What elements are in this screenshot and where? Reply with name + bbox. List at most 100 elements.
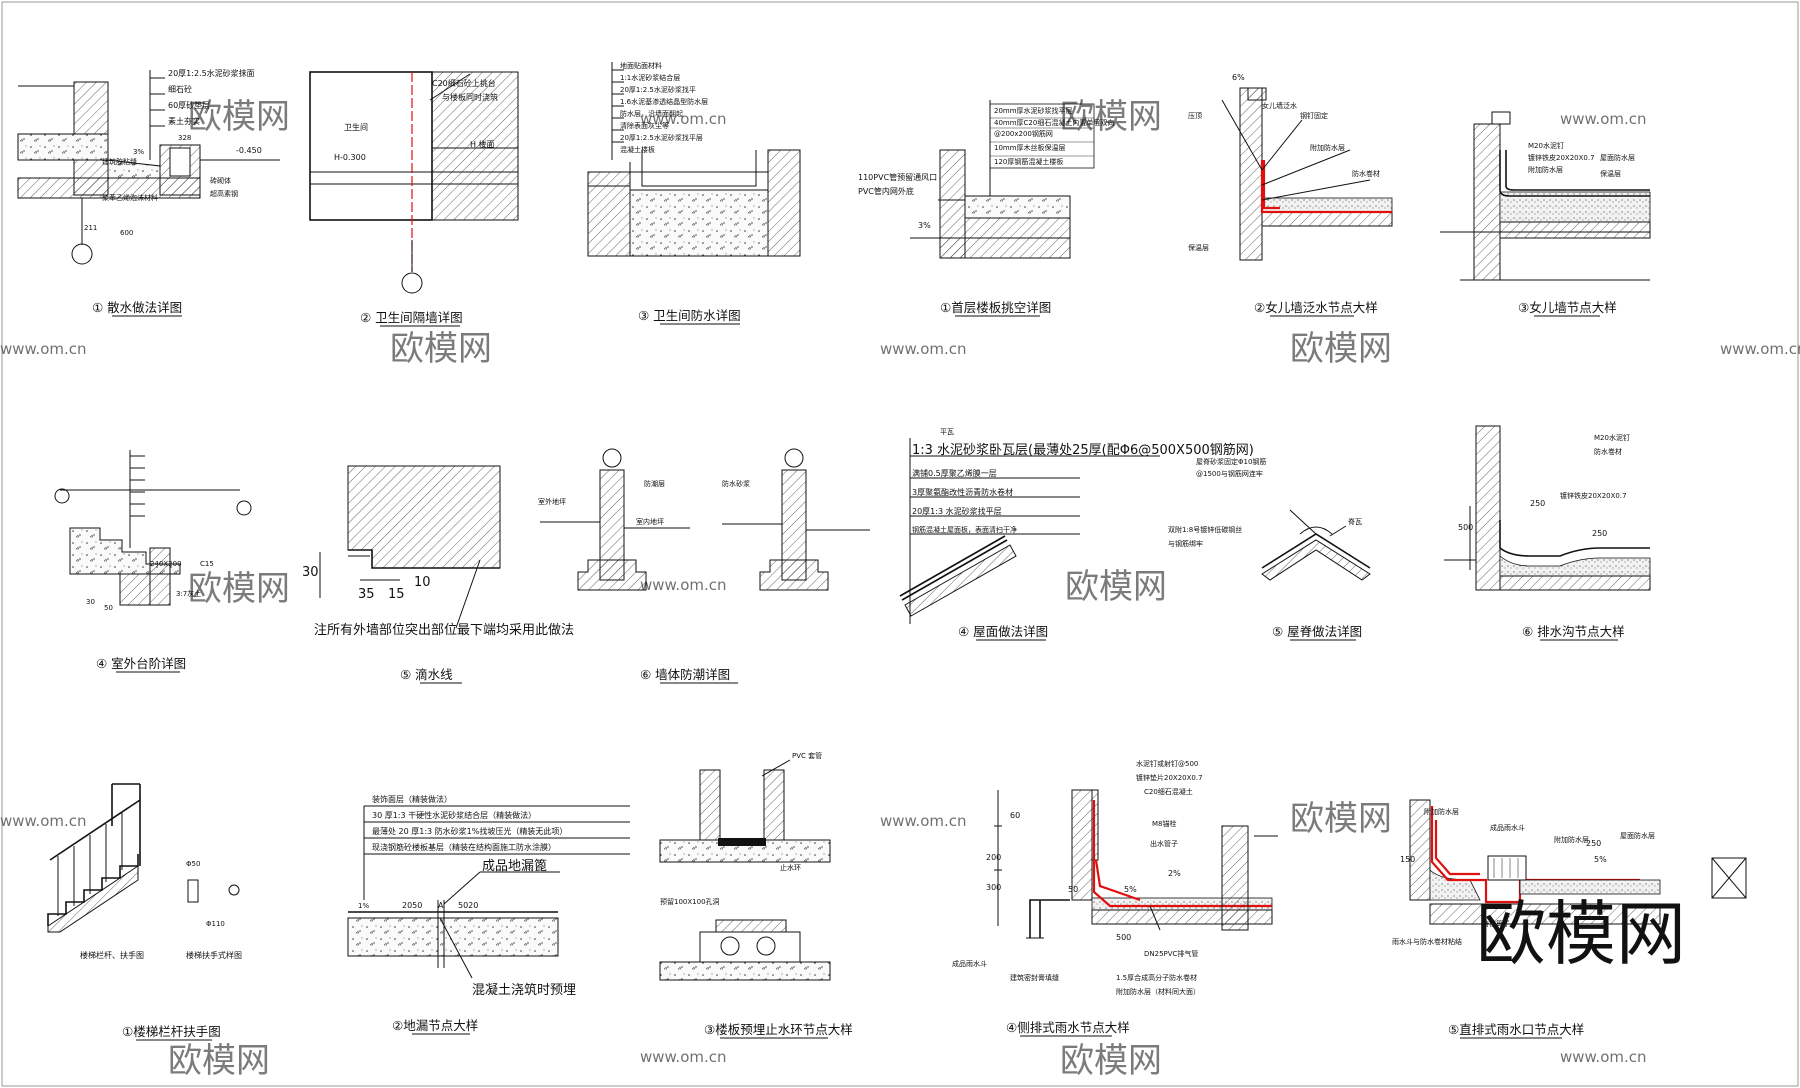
detail-title: ③ 卫生间防水详图	[638, 308, 741, 323]
watermark-brand: 欧模网	[1065, 567, 1167, 607]
svg-text:最薄处 20 厚1:3 防水砂浆1%找坡压光（精装无此项）: 最薄处 20 厚1:3 防水砂浆1%找坡压光（精装无此项）	[372, 826, 567, 836]
detail-title: ①楼梯栏杆扶手图	[122, 1024, 221, 1039]
svg-text:240X200: 240X200	[150, 560, 182, 568]
watermark-url: www.om.cn	[1560, 110, 1647, 128]
svg-text:屋面防水层: 屋面防水层	[1620, 831, 1655, 840]
svg-text:30 厚1:3 干硬性水泥砂浆结合层（精装做法）: 30 厚1:3 干硬性水泥砂浆结合层（精装做法）	[372, 810, 536, 820]
detail-title: ⑤直排式雨水口节点大样	[1448, 1022, 1584, 1037]
detail-title: ⑤ 滴水线	[400, 667, 453, 682]
svg-text:50: 50	[1068, 885, 1078, 894]
detail-title: ② 卫生间隔墙详图	[360, 310, 463, 325]
svg-text:附加防水层: 附加防水层	[1554, 835, 1589, 844]
svg-text:10: 10	[414, 575, 431, 590]
svg-text:装饰面层（精装做法）: 装饰面层（精装做法）	[372, 794, 452, 804]
svg-text:室内地坪: 室内地坪	[636, 517, 664, 526]
svg-text:1%: 1%	[358, 902, 369, 910]
watermark-url: www.om.cn	[0, 340, 87, 358]
svg-text:50: 50	[104, 604, 113, 612]
svg-text:附加防水层: 附加防水层	[1424, 807, 1459, 816]
watermark-brand: 欧模网	[390, 329, 492, 369]
detail-roof-construction: 平瓦 1:3 水泥砂浆卧瓦层(最薄处25厚(配Φ6@500X500钢筋网) 满铺…	[899, 428, 1254, 641]
svg-text:H-0.300: H-0.300	[334, 153, 366, 162]
watermark-brand: 欧模网	[168, 1041, 270, 1081]
detail-title: ②地漏节点大样	[392, 1018, 478, 1033]
svg-text:3:7灰土: 3:7灰土	[176, 589, 201, 598]
svg-text:保温层: 保温层	[1600, 169, 1621, 178]
svg-text:止水环: 止水环	[780, 863, 801, 872]
detail-title: ④ 室外台阶详图	[96, 656, 186, 671]
detail-wall-dampproof: 室外地坪 室内地坪 防潮层 防水砂浆 ⑥ 墙体防潮详图	[538, 448, 870, 684]
svg-text:5%: 5%	[1594, 855, 1607, 864]
svg-text:防水卷材: 防水卷材	[1352, 169, 1380, 178]
svg-text:C15: C15	[200, 560, 214, 568]
svg-text:女儿墙泛水: 女儿墙泛水	[1262, 101, 1297, 110]
detail-title: ④侧排式雨水节点大样	[1006, 1020, 1130, 1035]
svg-text:楼梯扶手式样图: 楼梯扶手式样图	[186, 950, 242, 960]
svg-text:细石砼: 细石砼	[168, 84, 192, 94]
svg-text:M20水泥钉: M20水泥钉	[1594, 433, 1630, 442]
detail-ground-floor-overhang: 20mm厚水泥砂浆找平层 40mm厚C20细石混凝土内置单层双向 @200x20…	[858, 100, 1114, 317]
svg-text:250: 250	[1586, 839, 1601, 848]
svg-text:30: 30	[86, 598, 95, 606]
svg-text:混凝土楼板: 混凝土楼板	[620, 145, 655, 154]
svg-text:M8锚栓: M8锚栓	[1152, 819, 1177, 828]
svg-text:C20细石混凝土: C20细石混凝土	[1144, 787, 1193, 796]
svg-text:防水卷材: 防水卷材	[1594, 447, 1622, 456]
svg-text:150: 150	[1400, 855, 1415, 864]
detail-bathroom-partition: C20细石砼上挑台 与楼板同时浇筑 H 楼面 卫生间 H-0.300 ② 卫生间…	[309, 71, 519, 327]
svg-text:500: 500	[1458, 523, 1473, 532]
svg-text:防潮层: 防潮层	[644, 479, 665, 488]
svg-text:成品雨水斗: 成品雨水斗	[952, 959, 987, 968]
svg-text:出水管子: 出水管子	[1150, 839, 1178, 848]
svg-text:成品地漏篦: 成品地漏篦	[482, 858, 547, 874]
svg-text:250: 250	[1530, 499, 1545, 508]
svg-text:钢筋混凝土屋面板，表面清扫干净: 钢筋混凝土屋面板，表面清扫干净	[912, 525, 1017, 534]
svg-text:DN25PVC排气管: DN25PVC排气管	[1144, 949, 1198, 958]
watermark-url: www.om.cn	[640, 1048, 727, 1066]
detail-stair-railing: Φ50 Φ110 楼梯栏杆、扶手图 楼梯扶手式样图 ①楼梯栏杆扶手图	[47, 783, 242, 1041]
detail-bathroom-waterproof: 地面贴面材料 1:1水泥砂浆结合层 20厚1:2.5水泥砂浆找平 1.6水泥基渗…	[587, 61, 801, 325]
svg-text:20厚1:2.5水泥砂浆抹面: 20厚1:2.5水泥砂浆抹面	[168, 68, 255, 78]
svg-text:Φ110: Φ110	[206, 920, 225, 928]
svg-text:素土夯实: 素土夯实	[168, 116, 200, 126]
svg-text:3%: 3%	[918, 221, 931, 230]
svg-text:-0.450: -0.450	[236, 146, 262, 155]
svg-text:@200x200钢筋网: @200x200钢筋网	[994, 129, 1053, 138]
svg-text:Φ50: Φ50	[186, 860, 200, 868]
watermark-url: www.om.cn	[640, 576, 727, 594]
watermark-brand: 欧模网	[1060, 97, 1162, 137]
svg-text:附加防水层: 附加防水层	[1528, 165, 1563, 174]
svg-text:30: 30	[302, 565, 319, 580]
watermark-brand: 欧模网	[1060, 1041, 1162, 1081]
detail-floor-drain: 装饰面层（精装做法） 30 厚1:3 干硬性水泥砂浆结合层（精装做法） 最薄处 …	[347, 794, 630, 1035]
svg-text:60厚砂垫层: 60厚砂垫层	[168, 100, 210, 110]
svg-text:328: 328	[178, 134, 191, 142]
svg-text:镀锌铁皮20X20X0.7: 镀锌铁皮20X20X0.7	[1528, 153, 1595, 162]
svg-text:110PVC管预留通风口: 110PVC管预留通风口	[858, 172, 937, 182]
detail-title: ③女儿墙节点大样	[1518, 300, 1617, 315]
detail-title: ②女儿墙泛水节点大样	[1254, 300, 1378, 315]
watermark-brand: 欧模网	[188, 569, 290, 609]
detail-vertical-rainwater-outlet: 附加防水层 附加防水层 成品雨水斗 屋面防水层 250 5% 150 铸铁箅子 …	[1392, 799, 1747, 1039]
detail-title: ⑥ 排水沟节点大样	[1522, 624, 1625, 639]
watermark-url: www.om.cn	[880, 812, 967, 830]
svg-text:@1500与钢筋网连牢: @1500与钢筋网连牢	[1196, 469, 1263, 478]
svg-text:20厚1:2.5水泥砂浆找平层: 20厚1:2.5水泥砂浆找平层	[620, 133, 703, 142]
watermark-url: www.om.cn	[640, 110, 727, 128]
svg-text:300: 300	[986, 883, 1001, 892]
svg-text:6%: 6%	[1232, 73, 1245, 82]
detail-title: ⑥ 墙体防潮详图	[640, 667, 730, 682]
svg-text:现浇钢筋砼楼板基层（精装在结构面施工防水涂膜）: 现浇钢筋砼楼板基层（精装在结构面施工防水涂膜）	[372, 842, 556, 852]
svg-text:C20细石砼上挑台: C20细石砼上挑台	[432, 78, 496, 88]
svg-text:120厚钢筋混凝土楼板: 120厚钢筋混凝土楼板	[994, 157, 1063, 166]
svg-text:与钢筋绑牢: 与钢筋绑牢	[1168, 539, 1203, 548]
svg-text:脊瓦: 脊瓦	[1348, 517, 1362, 526]
svg-text:500: 500	[1116, 933, 1131, 942]
svg-text:防水砂浆: 防水砂浆	[722, 479, 750, 488]
svg-text:2050: 2050	[402, 901, 422, 910]
svg-text:卫生间: 卫生间	[344, 122, 368, 132]
svg-text:钢钉固定: 钢钉固定	[1300, 111, 1328, 120]
watermark-url: www.om.cn	[1720, 340, 1800, 358]
